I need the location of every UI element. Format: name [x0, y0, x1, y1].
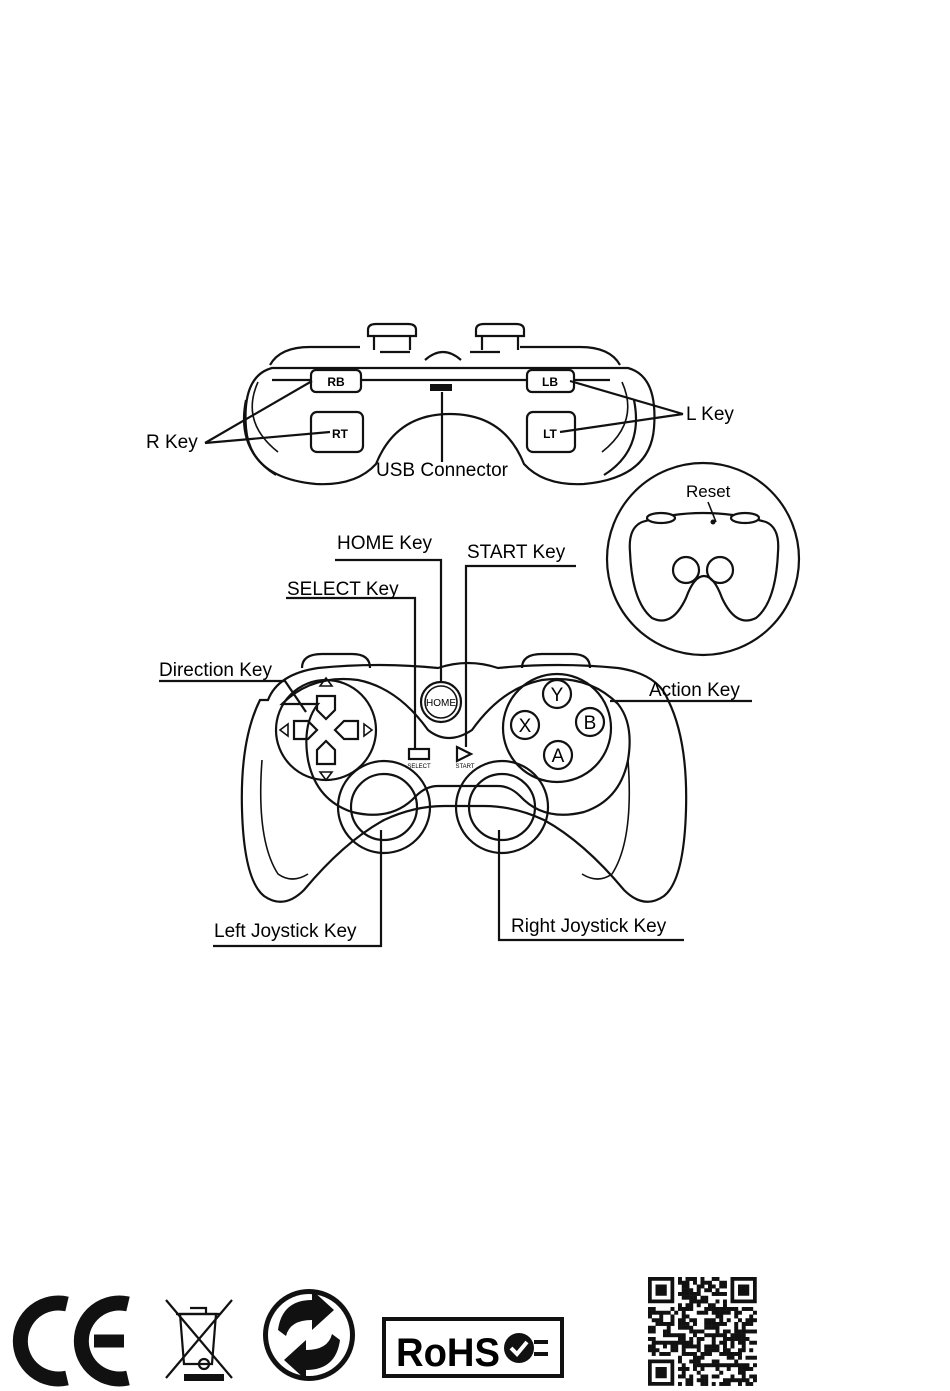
svg-text:B: B: [584, 713, 597, 734]
svg-text:LB: LB: [542, 375, 558, 389]
start-button[interactable]: START: [455, 747, 474, 770]
right-joystick-key-label: Right Joystick Key: [511, 916, 667, 937]
reset-label: Reset: [686, 482, 731, 501]
green-dot-icon: [263, 1289, 355, 1381]
controller-front-view: HOME SELECT START Y X B A: [159, 533, 752, 946]
l-key-label: L Key: [686, 404, 734, 425]
svg-text:X: X: [519, 716, 532, 737]
left-joystick[interactable]: [338, 761, 430, 853]
select-button[interactable]: SELECT: [407, 749, 431, 770]
home-button[interactable]: HOME: [421, 682, 461, 722]
r-key-label: R Key: [146, 432, 198, 453]
weee-bin-icon: [166, 1300, 232, 1381]
direction-key-label: Direction Key: [159, 660, 272, 681]
a-button[interactable]: A: [544, 741, 572, 769]
b-button[interactable]: B: [576, 708, 604, 736]
left-joystick-key-label: Left Joystick Key: [214, 921, 357, 942]
svg-text:Y: Y: [551, 685, 564, 706]
rohs-icon: RoHS: [384, 1319, 562, 1376]
svg-text:START: START: [455, 764, 474, 770]
select-key-label: SELECT Key: [287, 579, 399, 600]
home-key-label: HOME Key: [337, 533, 433, 554]
svg-text:RT: RT: [332, 427, 349, 441]
svg-text:RB: RB: [327, 375, 345, 389]
ce-mark-icon: [20, 1303, 128, 1379]
lb-button[interactable]: LB: [527, 370, 574, 392]
svg-text:LT: LT: [543, 427, 557, 441]
svg-text:HOME: HOME: [426, 698, 456, 709]
usb-connector-label: USB Connector: [376, 460, 509, 481]
svg-text:A: A: [552, 746, 565, 767]
qr-code-icon: [648, 1277, 757, 1386]
svg-text:RoHS: RoHS: [396, 1331, 500, 1375]
lt-trigger[interactable]: LT: [527, 412, 575, 452]
usb-connector-port: [430, 384, 452, 391]
start-key-label: START Key: [467, 542, 566, 563]
action-key-label: Action Key: [649, 680, 740, 701]
controller-top-view: RB LB RT LT R Key L Key USB Connector: [146, 324, 734, 484]
y-button[interactable]: Y: [543, 680, 571, 708]
reset-inset: Reset: [607, 463, 799, 655]
compliance-marks: RoHS: [20, 1277, 757, 1386]
rb-button[interactable]: RB: [311, 370, 361, 392]
x-button[interactable]: X: [511, 711, 539, 739]
